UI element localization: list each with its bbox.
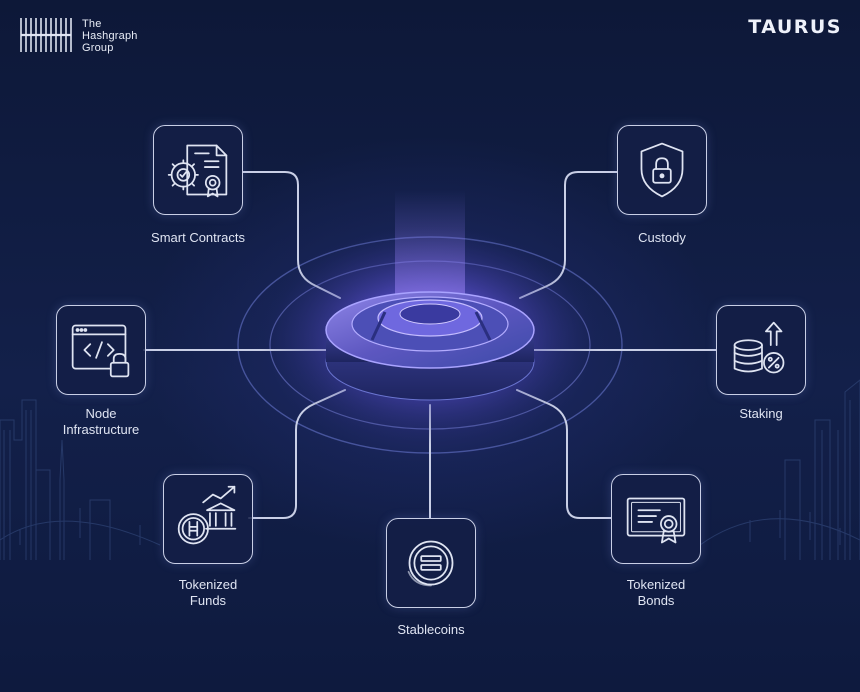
node-label-line: Infrastructure	[62, 422, 140, 437]
node-label-line: Custody	[638, 230, 686, 245]
staking-card	[716, 305, 806, 395]
hbar-coin-bank-icon	[177, 485, 237, 545]
node-label-line: Stablecoins	[397, 622, 465, 637]
node-label-line: Funds	[189, 593, 227, 608]
node-infrastructure-card	[56, 305, 146, 395]
node-label-line: Tokenized	[178, 577, 238, 592]
hashgraph-group-wordmark: The Hashgraph Group	[82, 18, 138, 54]
city-skyline-right	[699, 379, 860, 560]
brand-line-3: Group	[82, 42, 114, 54]
tokenized-funds-label: Tokenized Funds	[133, 577, 283, 609]
hub-light-beam	[395, 190, 465, 305]
stablecoin-icon	[407, 540, 454, 587]
code-window-lock-icon	[71, 324, 130, 378]
tokenized-bonds-card	[611, 474, 701, 564]
brand-line-1: The	[82, 18, 102, 30]
smart-contracts-card	[153, 125, 243, 215]
coins-percent-icon	[733, 321, 785, 374]
node-label-line: Node	[85, 406, 117, 421]
node-label-line: Tokenized	[626, 577, 686, 592]
node-infrastructure-label: Node Infrastructure	[26, 406, 176, 438]
city-skyline-left	[0, 399, 161, 560]
tokenized-funds-card	[163, 474, 253, 564]
certificate-icon	[626, 497, 686, 544]
node-label-line: Staking	[739, 406, 783, 421]
node-label-line: Smart Contracts	[151, 230, 245, 245]
hashgraph-group-logo: The Hashgraph Group	[18, 16, 138, 54]
stablecoins-card	[386, 518, 476, 608]
node-label-line: Bonds	[637, 593, 675, 608]
tokenized-bonds-label: Tokenized Bonds	[581, 577, 731, 609]
brand-line-2: Hashgraph	[82, 30, 138, 42]
staking-label: Staking	[686, 406, 836, 422]
taurus-logo: TAURUS	[748, 16, 842, 38]
shield-lock-icon	[640, 142, 684, 198]
gear-contract-icon	[167, 144, 228, 198]
smart-contracts-label: Smart Contracts	[123, 230, 273, 246]
hub-ring-icon	[325, 291, 535, 401]
custody-label: Custody	[587, 230, 737, 246]
custody-card	[617, 125, 707, 215]
stablecoins-label: Stablecoins	[356, 622, 506, 638]
hashgraph-bars-icon	[20, 18, 72, 52]
